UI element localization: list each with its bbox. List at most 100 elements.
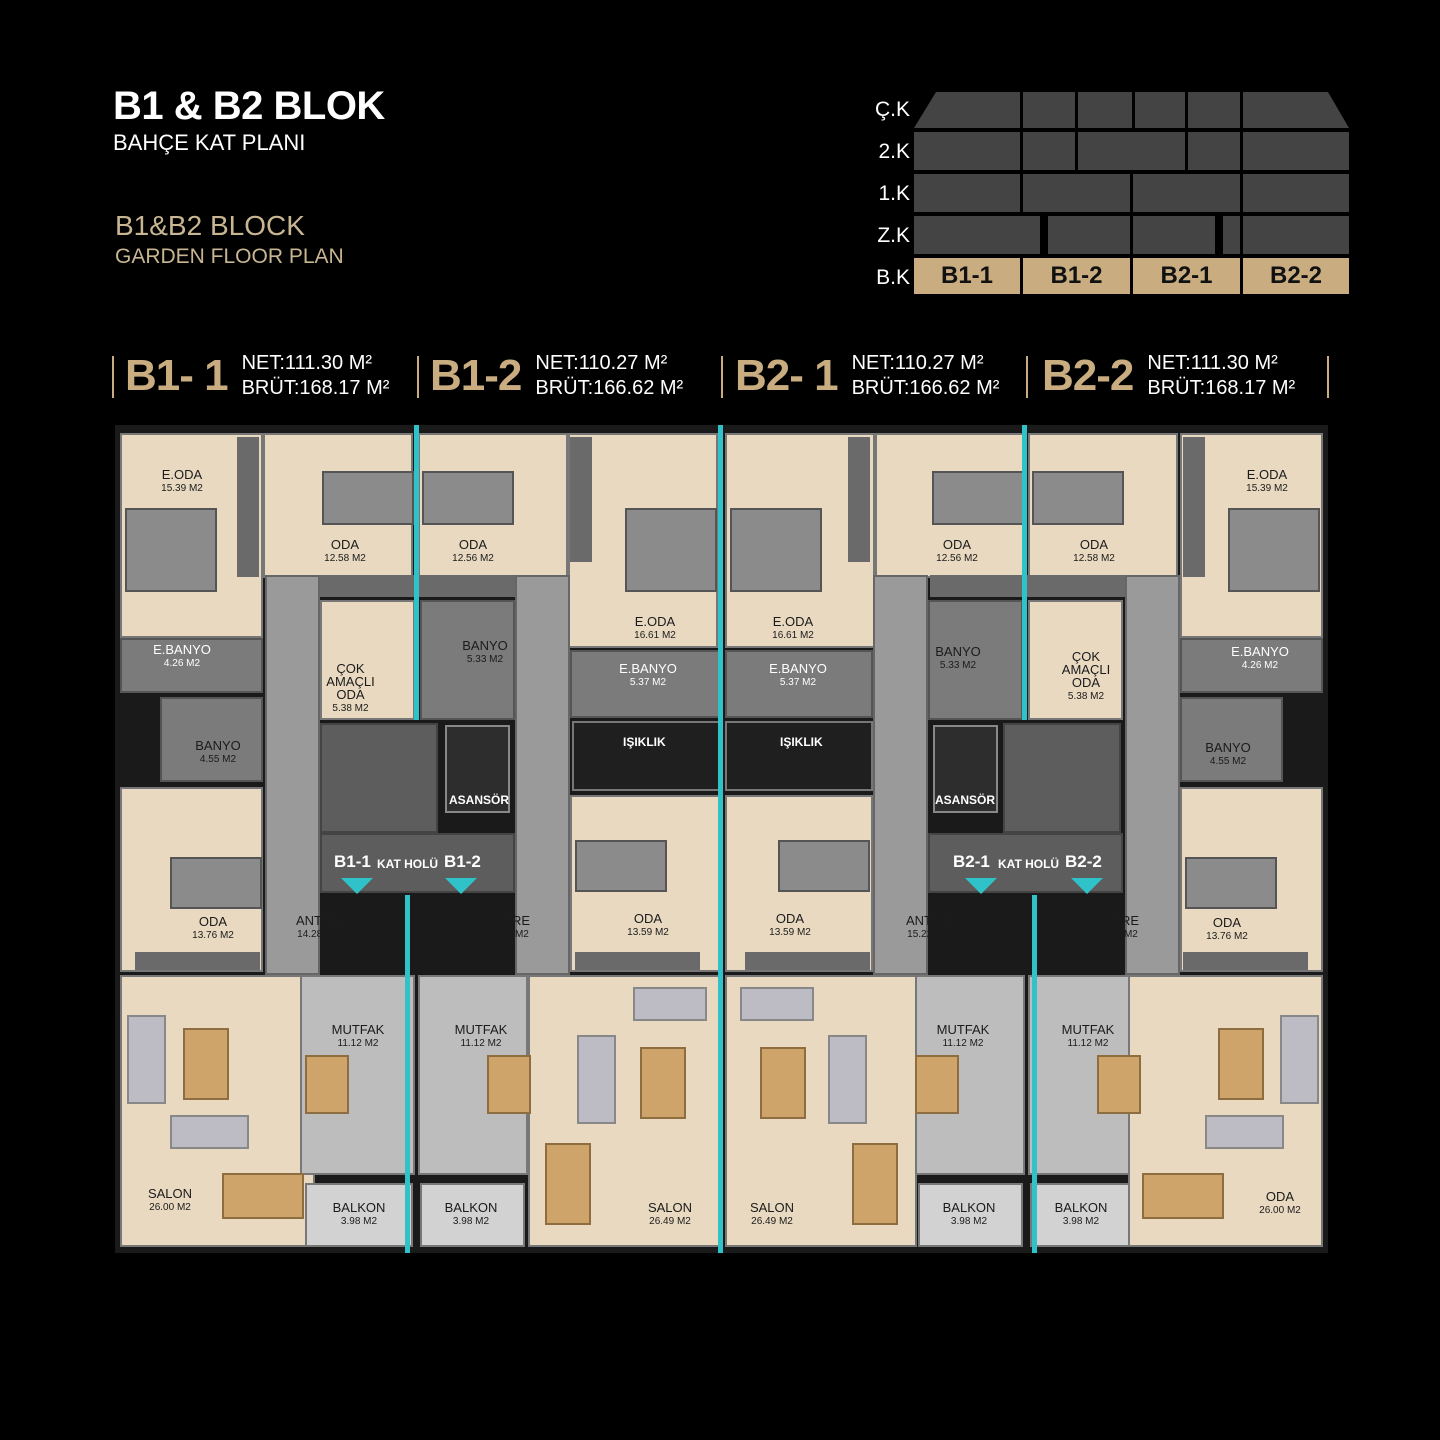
room-area: 12.58 M2 bbox=[1073, 553, 1115, 564]
unit-net: NET:110.27 M² bbox=[851, 352, 984, 374]
room-name: BANYO bbox=[195, 738, 241, 753]
isiklik-label: IŞIKLIK bbox=[780, 735, 823, 749]
table bbox=[183, 1028, 229, 1100]
level-label: 1.K bbox=[878, 182, 910, 205]
entry-arrow-icon bbox=[1071, 878, 1103, 894]
unit-divider bbox=[1022, 425, 1027, 720]
room-area: 13.76 M2 bbox=[192, 930, 234, 941]
asansor-label: ASANSÖR bbox=[935, 793, 996, 807]
subtitle-tr: BAHÇE KAT PLANI bbox=[113, 130, 306, 155]
room-name: BALKON bbox=[1054, 1200, 1108, 1215]
wardrobe bbox=[930, 575, 1125, 597]
room-name: ODA bbox=[1212, 915, 1242, 930]
unit-header-b1-2: B1-2 NET:110.27 M² BRÜT:166.62 M² bbox=[430, 351, 684, 400]
unit-code: B2-2 bbox=[1042, 351, 1134, 400]
dining-table bbox=[1142, 1173, 1224, 1219]
dining-table bbox=[852, 1143, 898, 1225]
separator bbox=[1026, 356, 1028, 398]
room-name: MUTFAK bbox=[331, 1022, 385, 1037]
room-cok-amacli bbox=[1028, 600, 1123, 720]
elevator bbox=[933, 725, 998, 813]
room-area: 5.38 M2 bbox=[332, 703, 369, 714]
unit-divider bbox=[718, 425, 723, 1253]
room-banyo bbox=[928, 600, 1023, 720]
room-area: 5.33 M2 bbox=[466, 654, 504, 665]
sofa bbox=[170, 1115, 249, 1149]
room-name: ODA bbox=[1079, 537, 1109, 552]
level-label: B.K bbox=[876, 266, 910, 289]
room-area: 4.26 M2 bbox=[163, 658, 201, 669]
wardrobe bbox=[848, 437, 870, 562]
corridor bbox=[515, 575, 570, 975]
isiklik bbox=[572, 721, 720, 791]
sofa bbox=[1280, 1015, 1319, 1104]
room-name: ODA bbox=[330, 537, 360, 552]
room-name: BANYO bbox=[935, 644, 981, 659]
bed bbox=[1228, 508, 1320, 592]
corridor bbox=[265, 575, 320, 975]
room-e-banyo bbox=[570, 650, 720, 718]
wardrobe bbox=[575, 952, 700, 970]
wardrobe bbox=[745, 952, 870, 970]
corridor bbox=[1125, 575, 1180, 975]
unit-area: NET:110.27 M² BRÜT:166.62 M² bbox=[852, 351, 1000, 401]
room-name: ODA bbox=[458, 537, 488, 552]
room-name: ODA bbox=[942, 537, 972, 552]
room-area: 26.49 M2 bbox=[649, 1216, 691, 1227]
room-balkon bbox=[305, 1183, 413, 1247]
room-name: MUTFAK bbox=[936, 1022, 990, 1037]
unit-code: B1- 1 bbox=[125, 351, 229, 400]
unit-code: B1-2 bbox=[430, 351, 522, 400]
elevator bbox=[445, 725, 510, 813]
separator bbox=[721, 356, 723, 398]
unit-divider bbox=[405, 895, 410, 1253]
room-area: 15.22 M2 bbox=[907, 929, 949, 940]
room-area: 3.98 M2 bbox=[1062, 1216, 1100, 1227]
unit-brut: BRÜT:166.62 M² bbox=[851, 377, 1000, 399]
separator bbox=[417, 356, 419, 398]
unit-net: NET:111.30 M² bbox=[1147, 352, 1278, 374]
wardrobe bbox=[1183, 437, 1205, 577]
sofa bbox=[633, 987, 707, 1021]
sofa bbox=[740, 987, 814, 1021]
sofa bbox=[127, 1015, 166, 1104]
title-en: B1&B2 BLOCK bbox=[115, 210, 305, 241]
unit-net: NET:111.30 M² bbox=[241, 352, 373, 374]
room-area: 13.59 M2 bbox=[769, 927, 811, 938]
entry-arrow-icon bbox=[341, 878, 373, 894]
room-area: 12.56 M2 bbox=[452, 553, 494, 564]
room-area: 16.61 M2 bbox=[772, 630, 814, 641]
sofa bbox=[828, 1035, 867, 1124]
room-balkon bbox=[918, 1183, 1023, 1247]
table bbox=[1218, 1028, 1264, 1100]
kat-holu-label: KAT HOLÜ bbox=[377, 857, 439, 871]
title-tr: B1 & B2 BLOK bbox=[113, 84, 385, 128]
bed bbox=[625, 508, 717, 592]
room-name: SALON bbox=[647, 1200, 693, 1215]
unit-net: NET:110.27 M² bbox=[535, 352, 668, 374]
level-label: Z.K bbox=[877, 224, 910, 247]
wardrobe bbox=[135, 952, 260, 970]
unit-brut: BRÜT:166.62 M² bbox=[535, 377, 684, 399]
separator bbox=[1327, 356, 1329, 398]
room-area: 3.98 M2 bbox=[950, 1216, 988, 1227]
bed bbox=[1032, 471, 1124, 525]
room-banyo bbox=[420, 600, 515, 720]
